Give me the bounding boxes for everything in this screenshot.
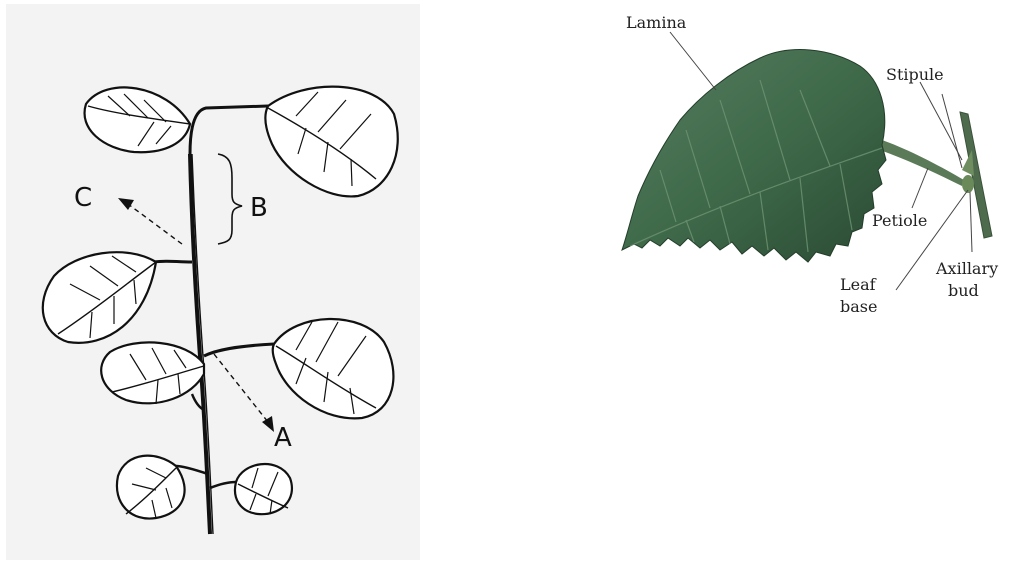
label-axillary-bud-line2: bud bbox=[948, 281, 979, 300]
arrow-a-head bbox=[262, 416, 274, 432]
label-c: C bbox=[74, 183, 92, 213]
label-axillary-bud-line1: Axillary bbox=[935, 259, 998, 278]
lamina bbox=[622, 50, 886, 262]
leaf-middle-left bbox=[43, 252, 156, 343]
label-a: A bbox=[274, 423, 292, 453]
label-leaf-base-line1: Leaf bbox=[840, 275, 877, 294]
leaf-parts-panel: Lamina Stipule Petiole Leaf base Axillar… bbox=[590, 0, 1015, 340]
label-b: B bbox=[250, 193, 268, 223]
stem bbox=[960, 112, 992, 238]
label-lamina: Lamina bbox=[626, 13, 687, 32]
leaf-bottom-left bbox=[117, 456, 185, 519]
arrow-c-head bbox=[118, 198, 134, 210]
leaf-top-right bbox=[265, 87, 397, 197]
label-stipule: Stipule bbox=[886, 65, 944, 84]
leaf-lower-left bbox=[101, 342, 204, 403]
label-leaf-base-line2: base bbox=[840, 297, 877, 316]
label-petiole: Petiole bbox=[872, 211, 927, 230]
twig-drawing: C B A bbox=[6, 4, 420, 560]
leaf-lower-right bbox=[273, 319, 394, 418]
petiole bbox=[880, 140, 964, 186]
leaf-illustration: Lamina Stipule Petiole Leaf base Axillar… bbox=[590, 0, 1015, 340]
internode-bracket bbox=[218, 154, 242, 244]
leaf-top-left bbox=[85, 87, 190, 152]
main-stem bbox=[190, 154, 210, 534]
twig-diagram-panel: C B A bbox=[6, 4, 420, 560]
